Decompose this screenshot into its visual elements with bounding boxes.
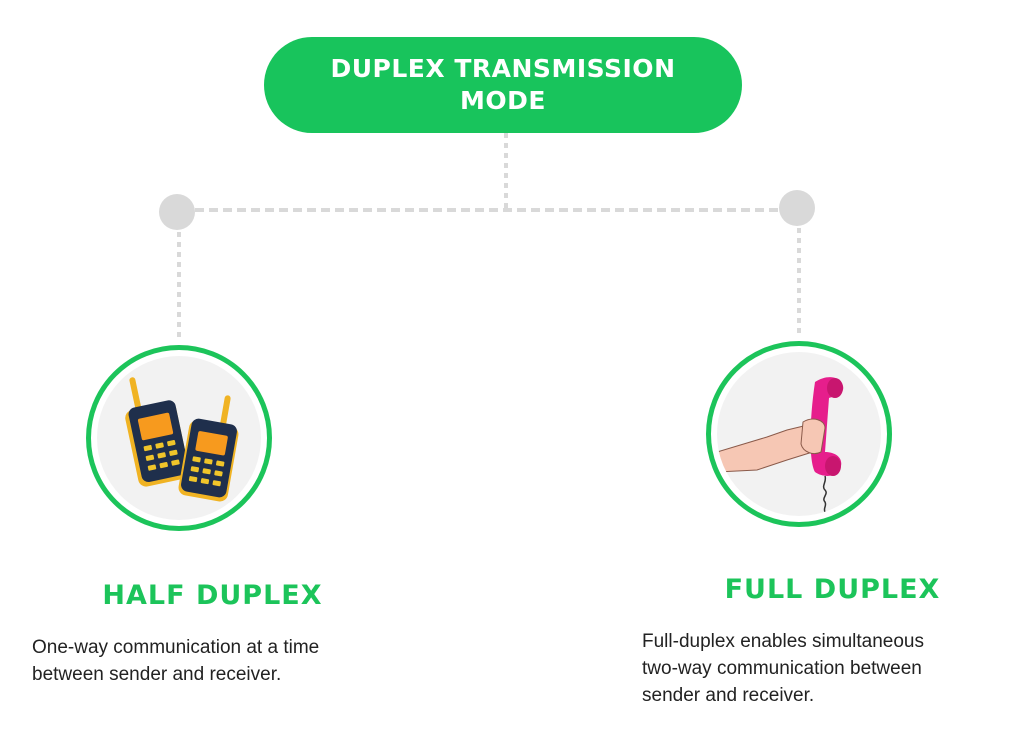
half-duplex-description: One-way communication at a time between … [32, 634, 432, 688]
node-left [159, 194, 195, 230]
full-duplex-description-line: Full-duplex enables simultaneous [642, 631, 924, 652]
telephone-handset-icon [717, 377, 844, 513]
diagram-title-text: DUPLEX TRANSMISSION MODE [330, 54, 676, 115]
walkie-talkie-icon [125, 377, 239, 502]
diagram-title: DUPLEX TRANSMISSION MODE [264, 37, 742, 133]
half-duplex-heading: HALF DUPLEX [102, 580, 323, 611]
half-duplex-description-line: One-way communication at a time [32, 637, 320, 658]
full-duplex-description-line: sender and receiver. [642, 685, 815, 706]
full-duplex-heading: FULL DUPLEX [724, 574, 941, 605]
half-duplex-description-line: between sender and receiver. [32, 664, 282, 685]
half-duplex-icon-circle [86, 345, 272, 531]
full-duplex-description-line: two-way communication between [642, 658, 922, 679]
full-duplex-icon-circle [706, 341, 892, 527]
full-duplex-description: Full-duplex enables simultaneous two-way… [642, 628, 1012, 709]
node-right [779, 190, 815, 226]
